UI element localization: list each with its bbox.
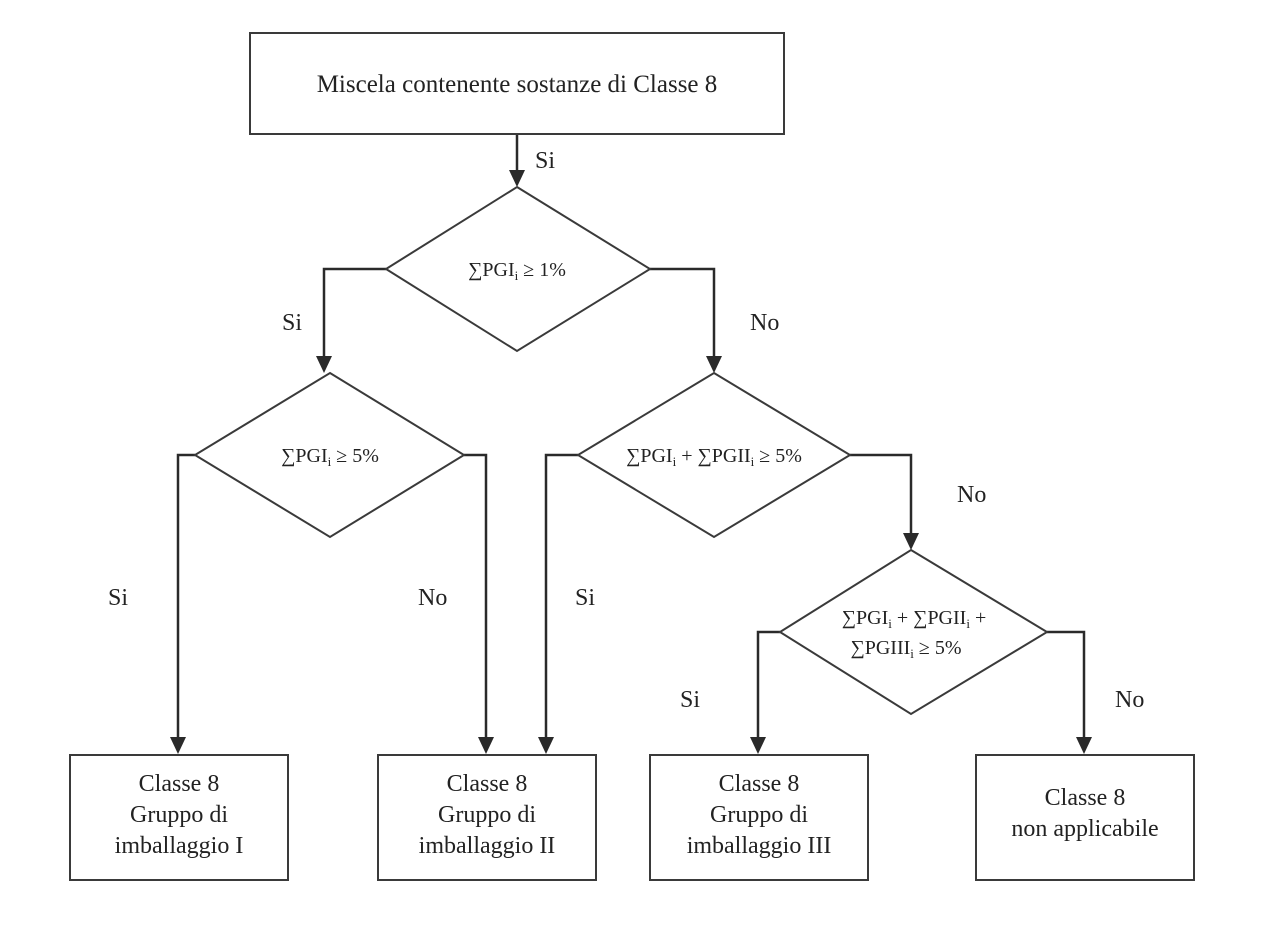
decision-3-diamond <box>576 371 852 539</box>
result-3-line1: Classe 8 <box>719 771 800 797</box>
decision-3: ∑PGIi + ∑PGIIi ≥ 5% <box>576 371 852 539</box>
connector-d4-yes <box>756 630 780 737</box>
decision-1: ∑PGIi ≥ 1% <box>384 185 652 353</box>
result-1: Classe 8 Gruppo di imballaggio I <box>69 754 289 881</box>
decision-2-label: ∑PGIi ≥ 5% <box>281 445 379 469</box>
connector-d2-yes <box>176 453 195 737</box>
connector-d2-no <box>464 453 488 737</box>
arrowheads <box>170 170 1092 754</box>
connector-d1-no <box>650 267 716 356</box>
arrowhead-d2 <box>316 356 332 373</box>
edge-label-d2-yes: Si <box>108 585 128 611</box>
edge-label-d3-no: No <box>957 482 986 508</box>
result-2-line3: imballaggio II <box>419 833 556 859</box>
arrowhead-r2a <box>478 737 494 754</box>
connector-d3-yes <box>544 453 578 737</box>
result-3-line3: imballaggio III <box>687 833 832 859</box>
start-node: Miscela contenente sostanze di Classe 8 <box>249 32 785 135</box>
result-2-line2: Gruppo di <box>438 802 536 828</box>
decision-2-diamond <box>193 371 466 539</box>
connector-d1-yes <box>322 267 386 356</box>
edge-label-d4-yes: Si <box>680 687 700 713</box>
edge-label-d4-no: No <box>1115 687 1144 713</box>
start-box <box>249 32 785 135</box>
arrowhead-r2b <box>538 737 554 754</box>
arrowhead-r3 <box>750 737 766 754</box>
decision-4-diamond <box>778 548 1049 716</box>
decision-2: ∑PGIi ≥ 5% <box>193 371 466 539</box>
arrowhead-d1 <box>509 170 525 187</box>
edge-label-d3-yes: Si <box>575 585 595 611</box>
edge-label-d1-yes: Si <box>282 310 302 336</box>
decision-4: ∑PGIi + ∑PGIIi + ∑PGIIIi ≥ 5% <box>778 548 1049 716</box>
result-1-box <box>69 754 289 881</box>
decision-1-diamond <box>384 185 652 353</box>
result-1-line3: imballaggio I <box>115 833 244 859</box>
edge-label-d2-no: No <box>418 585 447 611</box>
result-3-box <box>649 754 869 881</box>
connector-d4-no <box>1047 630 1086 737</box>
result-1-line1: Classe 8 <box>139 771 220 797</box>
arrowhead-d4 <box>903 533 919 550</box>
result-4: Classe 8 non applicabile <box>975 754 1195 881</box>
edge-label-start: Si <box>535 148 555 174</box>
decision-3-label: ∑PGIi + ∑PGIIi ≥ 5% <box>626 445 802 469</box>
arrowhead-d3 <box>706 356 722 373</box>
result-2: Classe 8 Gruppo di imballaggio II <box>377 754 597 881</box>
result-4-line2: non applicabile <box>1011 816 1158 842</box>
decision-4-label-line1: ∑PGIi + ∑PGIIi + <box>842 607 986 631</box>
connectors <box>176 134 1086 737</box>
decision-4-label-line2: ∑PGIIIi ≥ 5% <box>850 637 961 661</box>
result-4-box <box>975 754 1195 881</box>
connector-d3-no <box>850 453 913 536</box>
decision-1-label: ∑PGIi ≥ 1% <box>468 259 566 283</box>
arrowhead-r4 <box>1076 737 1092 754</box>
edge-label-d1-no: No <box>750 310 779 336</box>
result-4-line1: Classe 8 <box>1045 785 1126 811</box>
arrowhead-r1 <box>170 737 186 754</box>
result-1-line2: Gruppo di <box>130 802 228 828</box>
result-2-box <box>377 754 597 881</box>
result-2-line1: Classe 8 <box>447 771 528 797</box>
start-label: Miscela contenente sostanze di Classe 8 <box>317 71 718 98</box>
result-3: Classe 8 Gruppo di imballaggio III <box>649 754 869 881</box>
result-3-line2: Gruppo di <box>710 802 808 828</box>
